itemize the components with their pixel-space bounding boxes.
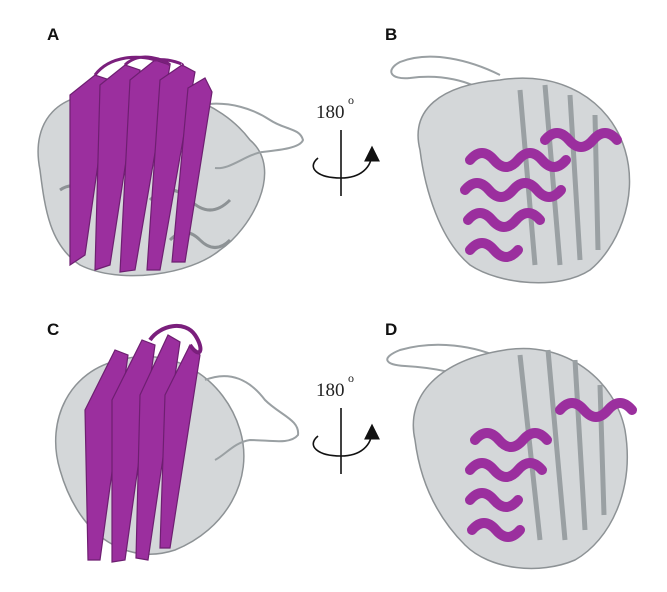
panel-b-loop-tail	[390, 55, 501, 96]
rotation-marker-bottom: 180 o	[312, 371, 380, 474]
panel-d: D	[385, 320, 637, 570]
panel-c: C	[47, 320, 300, 563]
panel-b-structure	[390, 55, 631, 284]
helix	[465, 488, 523, 512]
rotation-marker-top: 180 o	[312, 93, 380, 196]
panel-a-beta-sheet	[69, 59, 213, 273]
panel-c-beta-sheet	[84, 334, 201, 563]
helix	[467, 518, 525, 542]
panel-d-helices	[465, 398, 637, 542]
panel-d-label: D	[385, 320, 397, 339]
panel-d-structure	[386, 343, 637, 570]
helix	[465, 148, 571, 172]
panel-d-gray-sheets	[517, 349, 607, 541]
rotation-arrow-icon	[312, 145, 380, 179]
panel-a: A	[37, 25, 305, 277]
panel-a-structure	[37, 55, 305, 277]
panel-c-label: C	[47, 320, 59, 339]
panel-a-top-loops	[93, 55, 184, 76]
helix	[465, 458, 547, 482]
rotation-top-unit: o	[348, 93, 354, 107]
helix	[465, 238, 523, 262]
panel-b-helices	[460, 128, 622, 262]
panel-c-structure	[55, 324, 300, 563]
strand	[159, 343, 201, 549]
helix	[470, 428, 552, 452]
rotation-arrow-icon	[312, 423, 380, 457]
helix	[555, 398, 637, 422]
panel-a-loop-tail	[199, 102, 305, 170]
rotation-top-angle: 180	[316, 102, 345, 123]
helix	[463, 208, 545, 232]
panel-a-label: A	[47, 25, 59, 44]
panel-b-gray-sheets	[517, 84, 601, 266]
panel-b: B	[385, 25, 631, 284]
helix	[540, 128, 622, 152]
rotation-bottom-angle: 180	[316, 380, 345, 401]
panel-c-loop-tail	[204, 375, 300, 461]
panel-c-top-loops	[148, 324, 203, 355]
rotation-bottom-unit: o	[348, 371, 354, 385]
strand	[171, 77, 213, 263]
panel-b-label: B	[385, 25, 397, 44]
helix	[460, 178, 566, 202]
strand	[146, 64, 196, 271]
